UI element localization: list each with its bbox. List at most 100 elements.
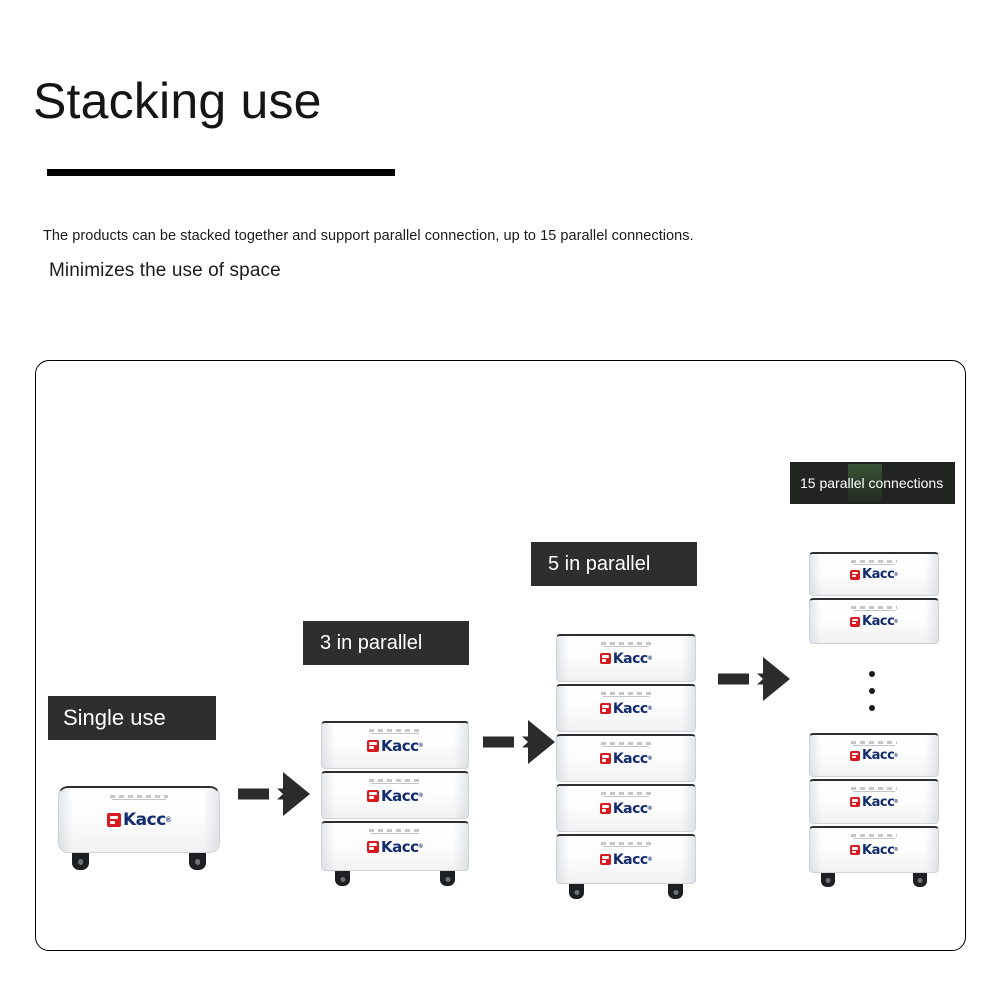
battery-module: Kacc ® <box>556 734 696 782</box>
battery-module: Kacc ® <box>809 826 939 873</box>
vent-grille-icon <box>851 741 897 744</box>
battery-module: Kacc ® <box>321 821 469 871</box>
badge-5-in-parallel: 5 in parallel <box>531 542 697 586</box>
caster-wheel-icon <box>913 873 927 887</box>
kacc-trademark-icon: ® <box>647 705 653 712</box>
vent-grille-icon <box>369 829 421 832</box>
kacc-emblem-icon <box>599 703 611 714</box>
kacc-logo: Kacc ® <box>107 810 171 830</box>
kacc-wordmark: Kacc <box>612 851 648 868</box>
battery-stack-15-parallel-top-group: Kacc ® Kacc ® <box>809 552 939 644</box>
vent-line <box>853 610 895 611</box>
kacc-logo: Kacc ® <box>599 650 653 667</box>
kacc-emblem-icon <box>367 739 380 752</box>
vent-grille-icon <box>601 742 651 745</box>
kacc-logo: Kacc ® <box>599 750 653 767</box>
kacc-trademark-icon: ® <box>418 843 423 850</box>
kacc-emblem-icon <box>367 789 380 802</box>
kacc-logo: Kacc ® <box>599 700 653 717</box>
kacc-wordmark: Kacc <box>862 842 895 858</box>
kacc-wordmark: Kacc <box>381 736 419 755</box>
battery-stack-5-in-parallel: Kacc ® Kacc ® Kacc ® <box>556 634 696 899</box>
kacc-trademark-icon: ® <box>165 816 171 824</box>
kacc-trademark-icon: ® <box>418 742 423 749</box>
arrow-shaft <box>238 788 286 800</box>
ellipsis-dot <box>869 671 875 677</box>
vent-grille-icon <box>851 606 897 609</box>
vent-line <box>853 564 895 565</box>
kacc-wordmark: Kacc <box>381 786 419 805</box>
kacc-logo: Kacc ® <box>599 851 652 868</box>
vent-grille-icon <box>369 729 421 732</box>
kacc-logo: Kacc ® <box>850 748 898 763</box>
vent-grille-icon <box>369 779 421 782</box>
badge-single-use-label: Single use <box>63 705 166 730</box>
subtitle-text: Minimizes the use of space <box>49 260 281 281</box>
ellipsis-dot <box>869 688 875 694</box>
caster-wheel-icon <box>821 873 835 887</box>
kacc-wordmark: Kacc <box>381 837 419 856</box>
kacc-trademark-icon: ® <box>647 655 653 662</box>
arrow-notch <box>514 729 528 755</box>
caster-wheels <box>321 871 469 887</box>
kacc-logo: Kacc ® <box>367 838 423 856</box>
kacc-emblem-icon <box>599 653 611 664</box>
badge-3-in-parallel: 3 in parallel <box>303 621 469 665</box>
kacc-wordmark: Kacc <box>612 700 648 717</box>
caster-wheels <box>58 853 220 871</box>
kacc-logo: Kacc ® <box>599 801 653 817</box>
caster-wheel-icon <box>668 884 683 899</box>
battery-module: Kacc ® <box>321 771 469 819</box>
battery-module: Kacc ® <box>809 598 939 644</box>
kacc-wordmark: Kacc <box>862 794 895 810</box>
kacc-emblem-icon <box>850 569 861 580</box>
battery-stack-3-in-parallel: Kacc ® Kacc ® Kacc ® <box>321 721 469 886</box>
vent-grille-icon <box>601 692 651 695</box>
kacc-wordmark: Kacc <box>612 650 648 667</box>
kacc-wordmark: Kacc <box>612 750 648 767</box>
badge-15-parallel-connections-label: 15 parallel connections <box>800 475 944 491</box>
battery-module: Kacc ® <box>58 786 220 853</box>
kacc-wordmark: Kacc <box>862 614 895 629</box>
kacc-wordmark: Kacc <box>862 567 895 582</box>
kacc-wordmark: Kacc <box>123 810 166 830</box>
arrow-five-to-fifteen-icon <box>718 657 790 701</box>
vent-grille-icon <box>851 560 897 563</box>
arrow-head <box>283 772 310 816</box>
kacc-logo: Kacc ® <box>367 787 423 805</box>
kacc-emblem-icon <box>367 840 380 853</box>
kacc-trademark-icon: ® <box>894 752 898 759</box>
arrow-notch <box>749 666 763 692</box>
battery-module: Kacc ® <box>556 784 696 832</box>
kacc-trademark-icon: ® <box>894 799 898 805</box>
kacc-emblem-icon <box>850 616 861 627</box>
arrow-shaft <box>483 736 531 748</box>
badge-3-in-parallel-label: 3 in parallel <box>320 631 423 654</box>
vent-line <box>853 791 895 792</box>
battery-module: Kacc ® <box>321 721 469 769</box>
vent-grille-icon <box>601 642 651 645</box>
vent-line <box>853 745 895 746</box>
caster-wheel-icon <box>335 871 350 886</box>
badge-15-parallel-connections: 15 parallel connections <box>790 462 955 504</box>
kacc-trademark-icon: ® <box>894 847 898 853</box>
vent-line <box>603 846 649 847</box>
kacc-logo: Kacc ® <box>367 737 423 755</box>
kacc-trademark-icon: ® <box>894 618 898 625</box>
kacc-logo: Kacc ® <box>850 795 898 810</box>
kacc-trademark-icon: ® <box>647 805 653 812</box>
kacc-emblem-icon <box>850 750 861 761</box>
arrow-shaft <box>718 673 766 685</box>
arrow-head <box>763 657 790 701</box>
battery-module: Kacc ® <box>809 552 939 596</box>
vent-grille-icon <box>851 834 897 837</box>
kacc-trademark-icon: ® <box>647 755 653 762</box>
vertical-ellipsis-icon <box>868 671 876 711</box>
battery-stack-single-use: Kacc ® <box>58 786 220 870</box>
kacc-emblem-icon <box>850 845 861 855</box>
kacc-emblem-icon <box>107 813 121 827</box>
caster-wheel-icon <box>72 853 89 870</box>
vent-line <box>371 783 419 784</box>
caster-wheels <box>556 884 696 900</box>
vent-line <box>603 696 649 697</box>
